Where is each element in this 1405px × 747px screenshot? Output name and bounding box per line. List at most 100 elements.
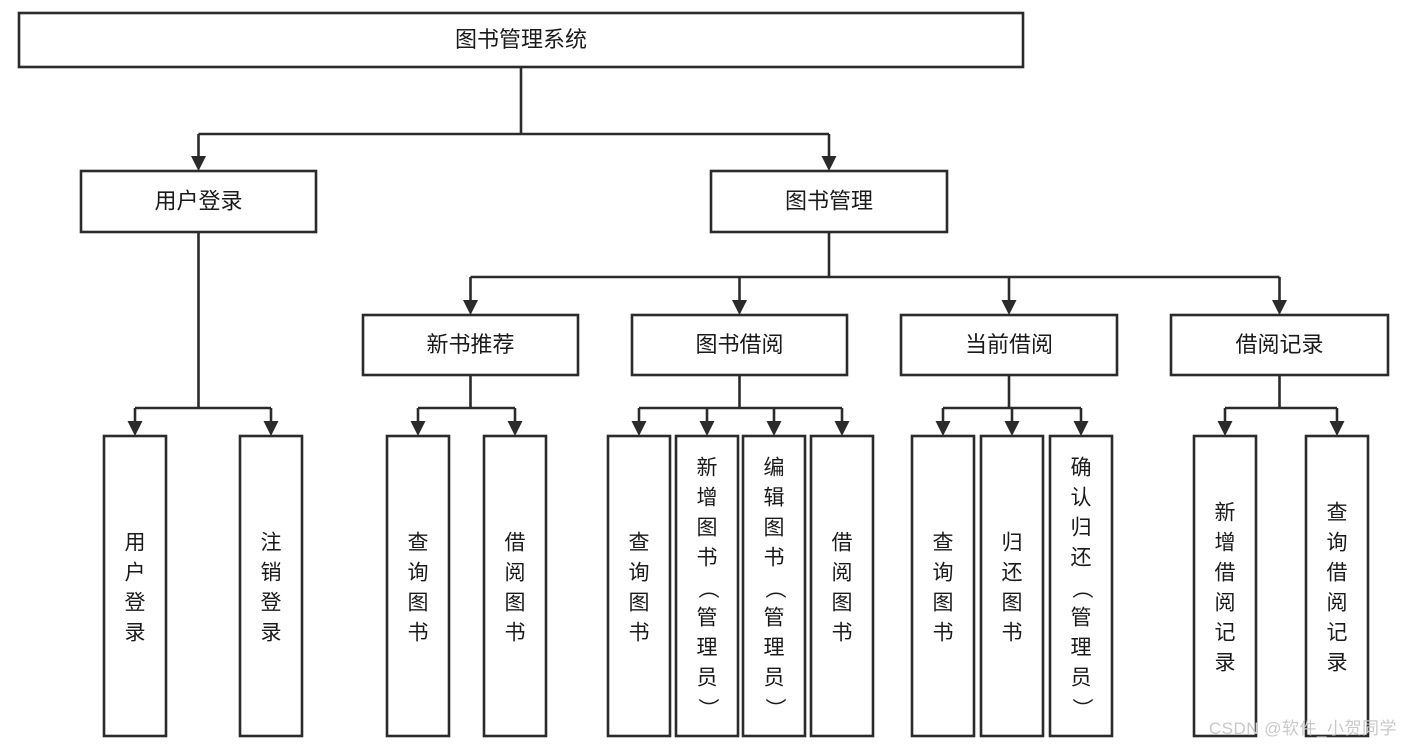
node-leaf-query-book-recommend-label-char: 书 [408, 621, 429, 644]
node-root-title-rect[interactable] [17, 11, 1025, 69]
user-login-to-leaf-logout-arrowhead [263, 421, 279, 436]
node-leaf-query-borrow-record-label-char: 记 [1327, 621, 1348, 644]
node-leaf-query-book-current-label-char: 图 [933, 591, 954, 614]
node-borrow-record-rect[interactable] [1169, 313, 1390, 377]
node-leaf-query-borrow-record-rect[interactable] [1304, 434, 1370, 738]
node-current-borrow-rect[interactable] [899, 313, 1119, 377]
node-leaf-query-book-recommend-rect[interactable] [385, 434, 451, 738]
node-user-login-rect[interactable] [79, 169, 318, 234]
node-new-book-recommend-rect[interactable] [361, 313, 580, 377]
node-root-title[interactable]: 图书管理系统 [17, 11, 1025, 69]
node-leaf-edit-book-label-char: 编 [764, 456, 785, 479]
node-leaf-return-book-label-char: 归 [1002, 531, 1023, 554]
node-leaf-add-borrow-record-label-char: 增 [1215, 531, 1236, 554]
node-leaf-add-borrow-record-label-char: 录 [1215, 651, 1236, 674]
node-leaf-edit-book-label-char: 员 [764, 666, 785, 689]
node-leaf-borrow-book-rect[interactable] [809, 434, 875, 738]
node-leaf-user-login-label-char: 登 [125, 591, 146, 614]
node-new-book-recommend-label: 新书推荐 [426, 332, 514, 357]
node-leaf-borrow-book-recommend-label-char: 阅 [505, 561, 526, 584]
node-leaf-confirm-return-label-char: 还 [1071, 546, 1092, 569]
node-leaf-edit-book-rect[interactable] [741, 434, 807, 738]
node-leaf-borrow-book-label-char: 借 [832, 531, 853, 554]
node-book-manage[interactable]: 图书管理 [709, 169, 949, 234]
node-user-login[interactable]: 用户登录 [79, 169, 318, 234]
book-borrow-to-leaf-query-book-borrow-arrowhead [631, 421, 647, 436]
node-leaf-edit-book-label-char: 书 [764, 546, 785, 569]
node-user-login-label: 用户登录 [154, 188, 242, 213]
node-current-borrow[interactable]: 当前借阅 [899, 313, 1119, 377]
node-leaf-query-borrow-record-label-char: 查 [1327, 501, 1348, 524]
node-leaf-logout-rect[interactable] [238, 434, 304, 738]
node-leaf-query-book-borrow-label-char: 查 [629, 531, 650, 554]
node-leaf-confirm-return-label-char: 员 [1071, 666, 1092, 689]
node-leaf-add-borrow-record-label-char: 阅 [1215, 591, 1236, 614]
book-borrow-to-leaf-edit-book-arrowhead [766, 421, 782, 436]
node-leaf-return-book-label-char: 还 [1002, 561, 1023, 584]
node-leaf-add-book-label-char: （ [696, 578, 719, 599]
node-leaf-query-book-borrow-label-char: 图 [629, 591, 650, 614]
node-leaf-confirm-return-label-char: 管 [1071, 606, 1092, 629]
borrow-record-to-leaf-add-borrow-record-arrowhead [1217, 421, 1233, 436]
node-leaf-query-book-current-label-char: 查 [933, 531, 954, 554]
node-leaf-edit-book-label-char: 图 [764, 516, 785, 539]
node-leaf-query-book-current-label-char: 书 [933, 621, 954, 644]
node-leaf-logout-label-char: 注 [261, 531, 282, 554]
node-leaf-user-login-rect[interactable] [102, 434, 168, 738]
book-borrow-to-leaf-add-book-arrowhead [699, 421, 715, 436]
node-leaf-return-book-label-char: 图 [1002, 591, 1023, 614]
node-leaf-edit-book-label-char: 辑 [764, 486, 785, 509]
node-leaf-borrow-book-recommend-label-char: 书 [505, 621, 526, 644]
node-borrow-record[interactable]: 借阅记录 [1169, 313, 1390, 377]
new-book-recommend-to-leaf-query-book-recommend-arrowhead [410, 421, 426, 436]
node-leaf-logout-label-char: 登 [261, 591, 282, 614]
node-leaf-query-book-current-rect[interactable] [910, 434, 976, 738]
root-to-user-login-arrowhead [191, 156, 206, 171]
current-borrow-to-leaf-confirm-return-arrowhead [1073, 421, 1089, 436]
nodes-layer: 图书管理系统用户登录图书管理新书推荐图书借阅当前借阅借阅记录用户登录注销登录查询… [17, 11, 1390, 738]
node-leaf-user-login[interactable]: 用户登录 [102, 434, 168, 738]
node-leaf-borrow-book-label-char: 书 [832, 621, 853, 644]
node-leaf-query-book-recommend-label-char: 图 [408, 591, 429, 614]
user-login-to-leaf-user-login-arrowhead [127, 421, 143, 436]
node-leaf-edit-book-label-char: 管 [764, 606, 785, 629]
node-book-manage-rect[interactable] [709, 169, 949, 234]
node-leaf-confirm-return-label-char: 认 [1071, 486, 1092, 509]
book-manage-to-borrow-record-arrowhead [1272, 300, 1287, 315]
node-book-borrow-rect[interactable] [630, 313, 849, 377]
node-leaf-borrow-book-label-char: 阅 [832, 561, 853, 584]
node-leaf-add-borrow-record-label-char: 新 [1215, 501, 1236, 524]
node-book-borrow[interactable]: 图书借阅 [630, 313, 849, 377]
node-new-book-recommend[interactable]: 新书推荐 [361, 313, 580, 377]
node-leaf-logout-label-char: 录 [261, 621, 282, 644]
node-book-borrow-label: 图书借阅 [695, 332, 783, 357]
node-root-title-label: 图书管理系统 [455, 27, 587, 52]
book-manage-to-book-borrow-arrowhead [732, 300, 747, 315]
node-leaf-borrow-book-label-char: 图 [832, 591, 853, 614]
node-leaf-query-book-recommend-label-char: 询 [408, 561, 429, 584]
node-leaf-confirm-return-rect[interactable] [1048, 434, 1114, 738]
node-leaf-borrow-book-recommend-rect[interactable] [482, 434, 548, 738]
node-book-manage-label: 图书管理 [785, 188, 873, 213]
node-leaf-add-book-rect[interactable] [674, 434, 740, 738]
book-manage-to-current-borrow-arrowhead [1001, 300, 1017, 315]
node-leaf-confirm-return-label-char: 确 [1071, 456, 1092, 479]
node-leaf-edit-book-label-char: （ [763, 578, 786, 599]
node-leaf-return-book-rect[interactable] [979, 434, 1045, 738]
node-leaf-query-book-borrow-rect[interactable] [606, 434, 672, 738]
node-leaf-query-book-borrow-label-char: 书 [629, 621, 650, 644]
node-leaf-add-borrow-record-rect[interactable] [1192, 434, 1258, 738]
node-leaf-query-book-recommend-label-char: 查 [408, 531, 429, 554]
